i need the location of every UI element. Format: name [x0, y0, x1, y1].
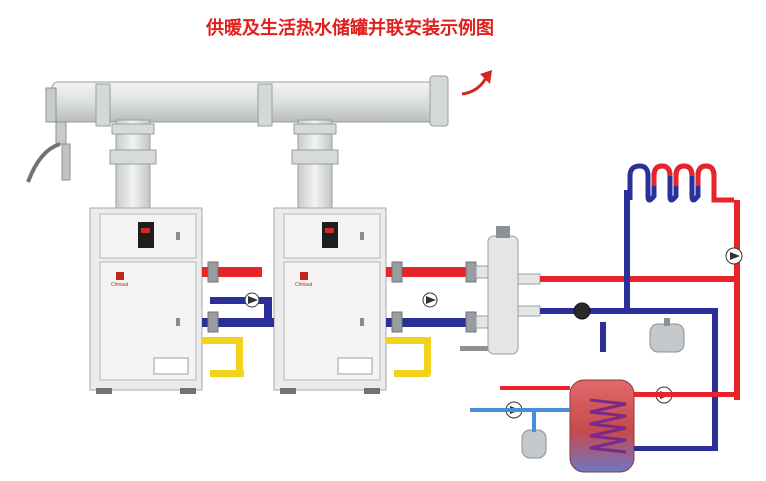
exhaust-arrow-head: [480, 70, 492, 84]
hydraulic-separator: [460, 226, 541, 355]
expansion-tank-icon: [521, 318, 685, 459]
valve-icon: [207, 261, 403, 333]
exhaust-arrow-icon: [461, 77, 488, 96]
control-panel-1[interactable]: [138, 222, 154, 248]
hot-water-tank: [470, 379, 734, 473]
supply-pipes: [202, 267, 466, 277]
brand-label-1: Chinaat: [111, 282, 129, 288]
flue-pipe: [45, 75, 449, 127]
condensate-drain: [26, 121, 71, 183]
gas-pipes: [202, 337, 431, 377]
heating-loop: [540, 190, 740, 450]
boiler-1: [89, 207, 203, 394]
diagram-title: 供暖及生活热水储罐并联安装示例图: [206, 18, 494, 39]
vent-pipe-2: [291, 119, 339, 213]
vent-pipe-1: [109, 119, 157, 213]
brand-logo-1: [116, 272, 124, 280]
radiator: [627, 163, 734, 203]
pump-icon: [244, 292, 438, 308]
brand-logo-2: [300, 272, 308, 280]
control-panel-2[interactable]: [322, 222, 338, 248]
boiler-2: [273, 207, 387, 394]
return-pipes: [202, 297, 466, 327]
brand-label-2: Chinaat: [295, 282, 313, 288]
